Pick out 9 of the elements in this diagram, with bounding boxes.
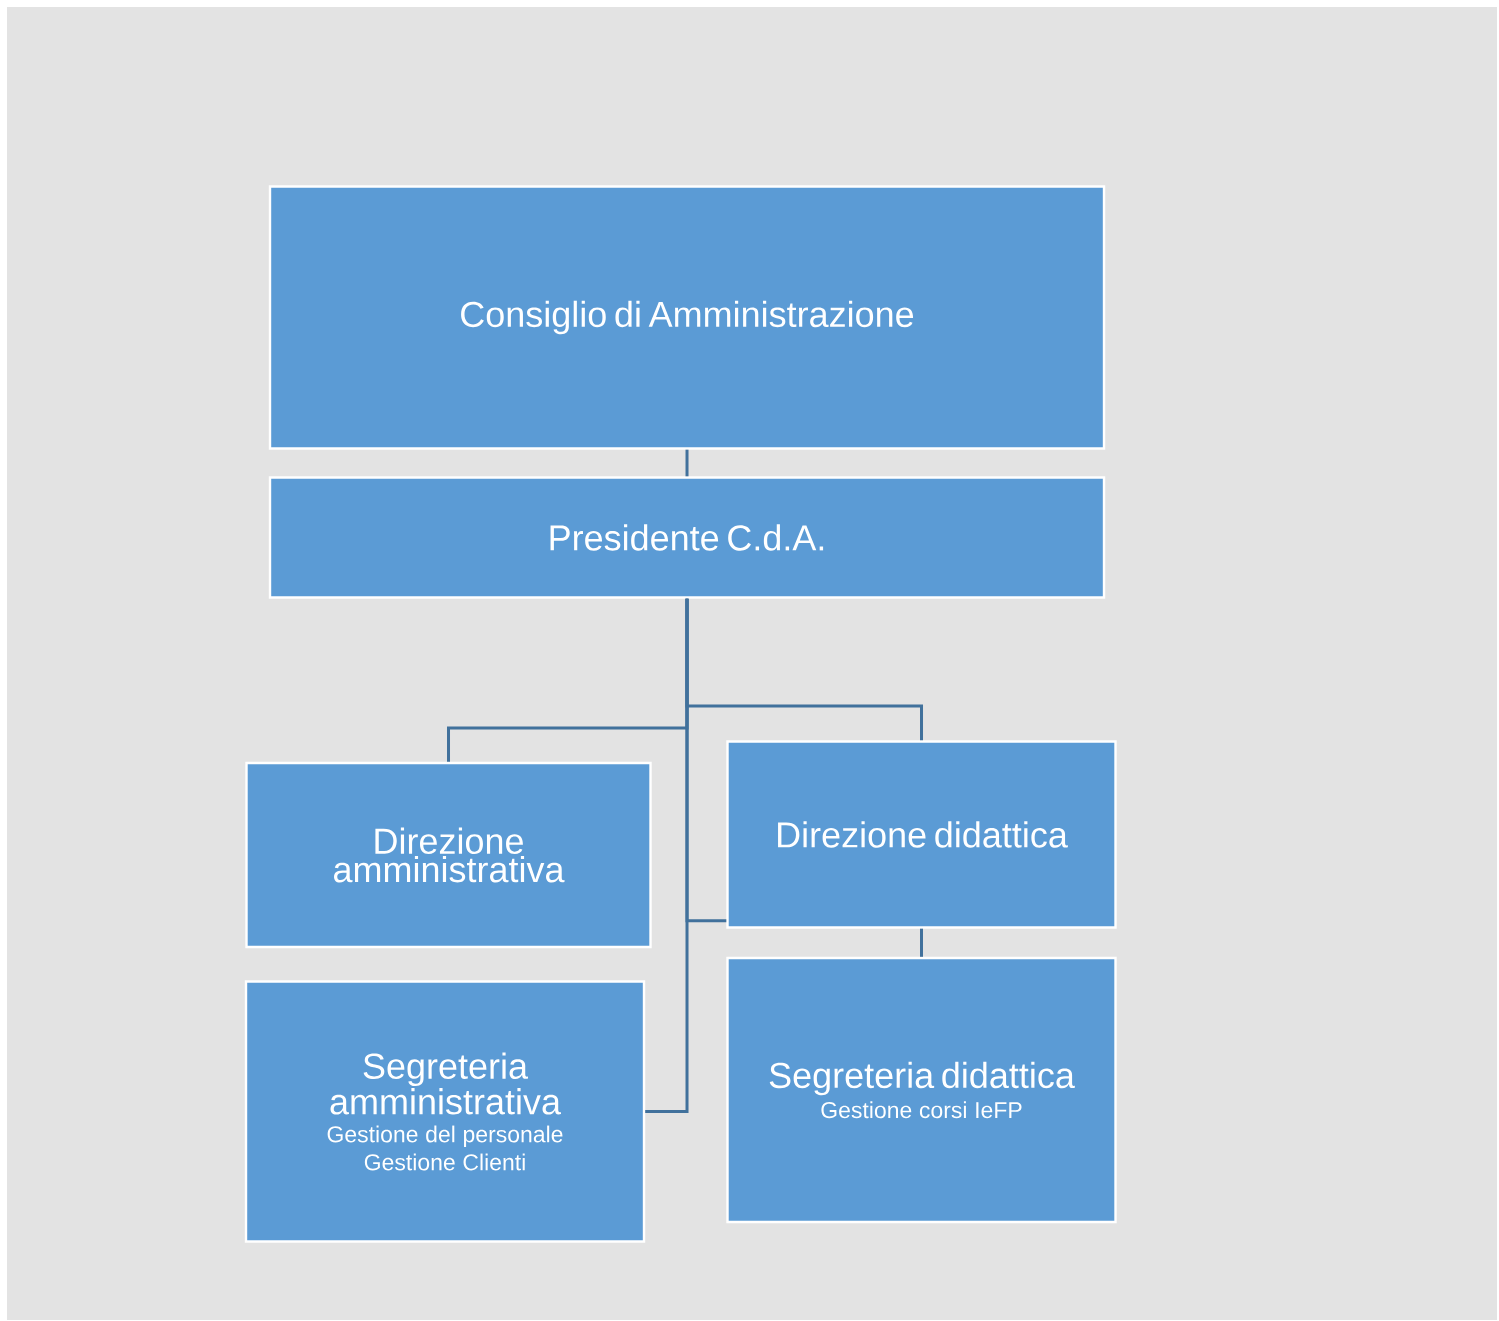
org-box: Direzione amministrativa (245, 761, 652, 949)
org-box: Segreteria amministrativa Gestione del personale Gestione Clienti (244, 980, 646, 1243)
org-box: Consiglio di Amministrazione (268, 185, 1106, 450)
org-box: Direzione didattica (726, 740, 1117, 929)
connector-line (645, 598, 689, 1113)
connector-line (685, 449, 689, 477)
org-box: Presidente C.d.A. (268, 476, 1106, 599)
org-box: Segreteria didattica Gestione corsi IeFP (726, 956, 1117, 1224)
connector-line (920, 928, 923, 957)
